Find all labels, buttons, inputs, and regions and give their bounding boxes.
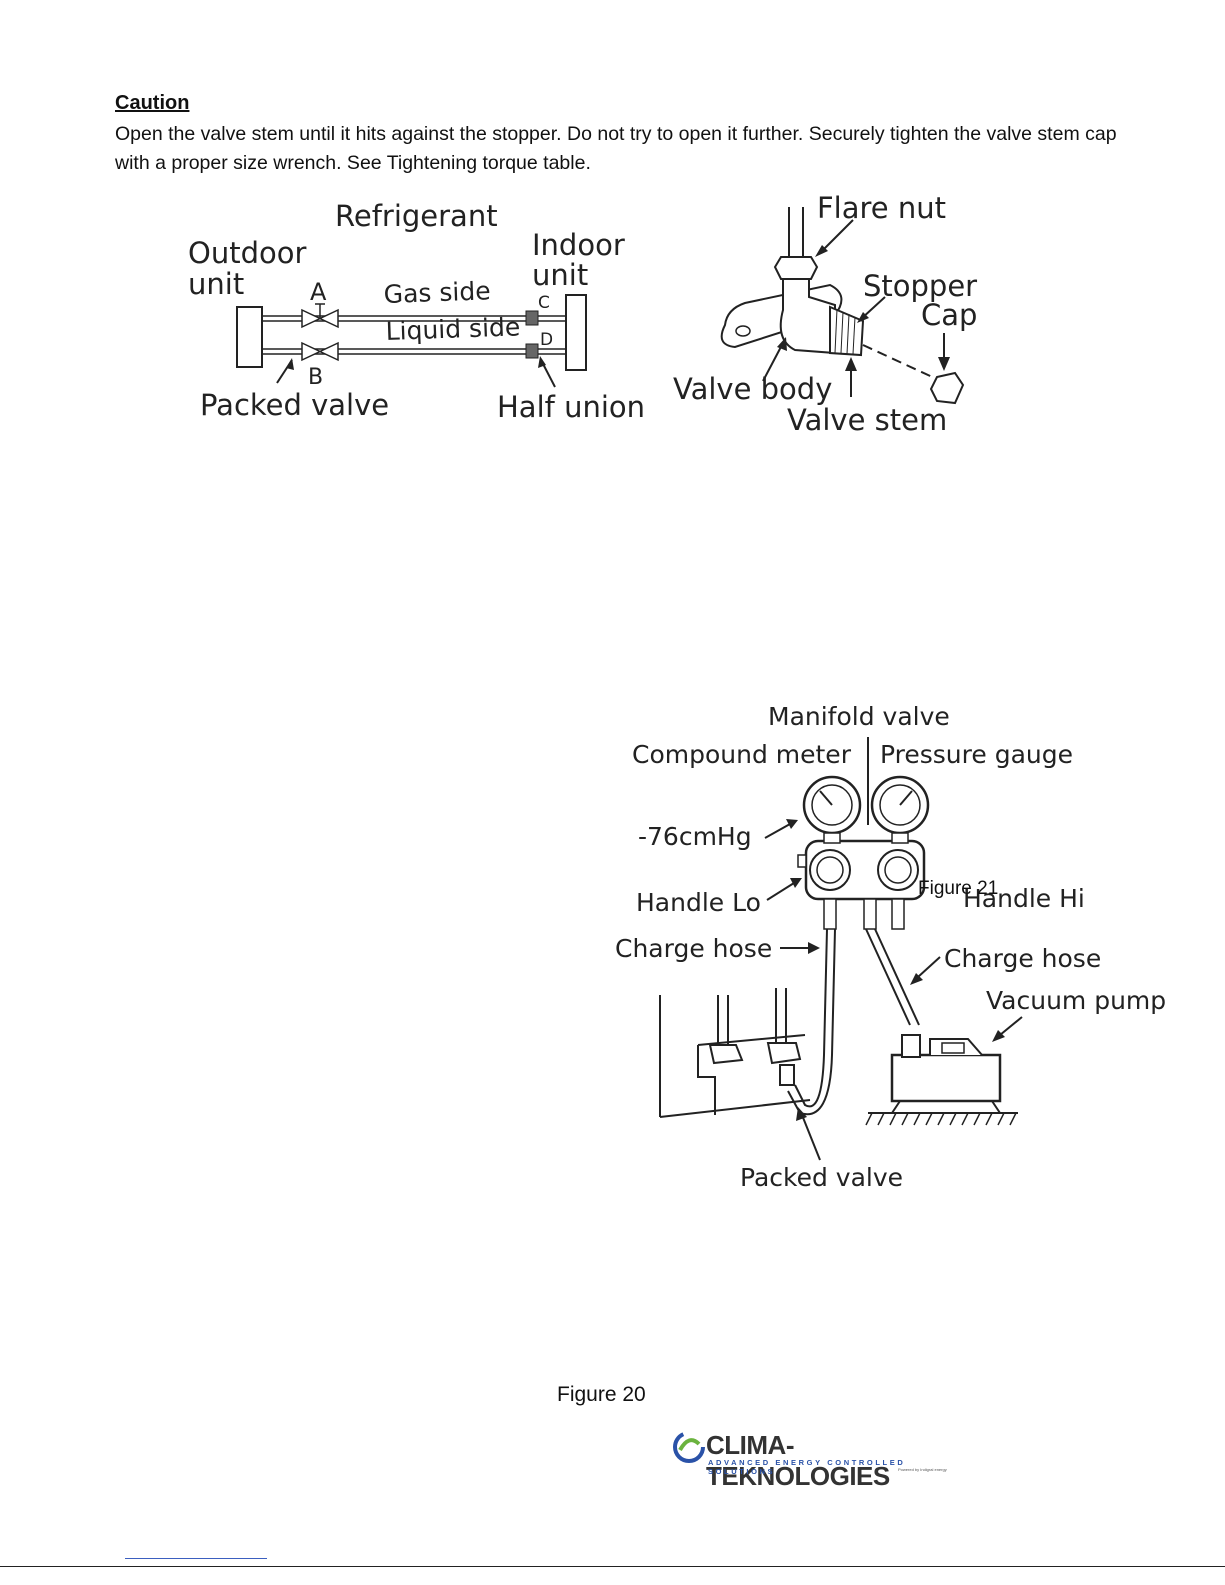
valve-body-icon (779, 278, 836, 355)
page-bottom-rule (0, 1566, 1225, 1567)
arrow-flare-nut (815, 245, 828, 257)
valve-a-icon (301, 308, 322, 329)
valve-b-icon (301, 341, 322, 362)
label-valve-b: B (308, 365, 323, 390)
label-valve-a: A (310, 278, 327, 306)
label-valve-stem: Valve stem (787, 403, 947, 437)
caution-heading: Caution (115, 92, 190, 114)
label-charge-hose-left: Charge hose (615, 934, 772, 963)
arrow-valve-stem (845, 357, 857, 371)
label-flare-nut: Flare nut (817, 191, 946, 225)
arrow-packed-valve-bottom (796, 1107, 807, 1121)
label-indoor-line2: unit (532, 258, 588, 292)
label-vacuum-reading: -76cmHg (638, 822, 752, 851)
outdoor-unit-box (236, 306, 263, 368)
label-manifold-valve: Manifold valve (768, 702, 950, 731)
vacuum-pump-manifold-diagram: Manifold valve Compound meter Pressure g… (615, 702, 1166, 1192)
arrow-cap (938, 357, 950, 371)
flare-nut-icon (773, 256, 819, 280)
label-packed-valve: Packed valve (200, 388, 389, 422)
label-half-union: Half union (497, 390, 645, 424)
arrow-packed-valve (286, 358, 294, 370)
figure-21-caption: Figure 21 (918, 878, 999, 899)
arrow-handle-lo (790, 878, 802, 888)
label-indoor-line1: Indoor (532, 228, 625, 262)
half-union-c-icon (525, 310, 539, 326)
charge-hose-right-icon (865, 928, 911, 1026)
packed-valve-detail-diagram: Flare nut Stopper Cap Valve body Valve s… (673, 191, 977, 437)
cap-icon (929, 371, 965, 405)
logo-name: CLIMA-TEKNOLOGIES (706, 1430, 890, 1491)
half-union-d-icon (525, 343, 539, 359)
label-union-d: D (540, 330, 553, 350)
refrigerant-piping-diagram: Refrigerant Outdoor unit Indoor unit A G… (188, 199, 645, 424)
arrow-vacuum-reading (786, 819, 798, 829)
label-vacuum-pump: Vacuum pump (986, 986, 1166, 1015)
label-stopper: Stopper (863, 269, 977, 303)
label-handle-hi: Handle Hi (963, 884, 1085, 913)
service-valve-liquid-icon (766, 1042, 802, 1065)
label-liquid-side: Liquid side (385, 312, 521, 346)
arrow-charge-hose-right (910, 973, 923, 985)
arrow-stopper (857, 312, 869, 323)
arrow-half-union (538, 356, 546, 368)
label-outdoor-line1: Outdoor (188, 236, 306, 270)
indoor-unit-box (565, 294, 587, 371)
figure-20-caption: Figure 20 (557, 1383, 646, 1406)
label-charge-hose-right: Charge hose (944, 944, 1101, 973)
label-cap: Cap (921, 298, 977, 332)
label-pressure-gauge: Pressure gauge (880, 740, 1073, 769)
label-handle-lo: Handle Lo (636, 888, 761, 917)
logo-tagline: ADVANCED ENERGY CONTROLLED SOLUTIONS (708, 1458, 906, 1476)
label-packed-valve-bottom: Packed valve (740, 1163, 903, 1192)
label-outdoor-line2: unit (188, 267, 244, 301)
label-union-c: C (538, 293, 550, 313)
company-logo: CLIMA-TEKNOLOGIES ADVANCED ENERGY CONTRO… (672, 1428, 962, 1491)
label-gas-side: Gas side (383, 276, 491, 309)
logo-powered-by: Powered by Indigral energy (898, 1467, 947, 1472)
label-compound-meter: Compound meter (632, 740, 852, 769)
arrow-valve-body (777, 337, 787, 351)
label-valve-body: Valve body (673, 372, 832, 406)
caution-text: Open the valve stem until it hits agains… (115, 123, 1117, 174)
swirl-logo-icon (673, 1431, 705, 1463)
footnote-rule (125, 1558, 267, 1559)
arrow-vacuum-pump (992, 1030, 1005, 1042)
service-valve-gas-icon (708, 1044, 744, 1065)
vacuum-pump-icon (890, 1053, 1002, 1103)
label-refrigerant: Refrigerant (335, 199, 498, 233)
arrow-charge-hose-left (808, 942, 820, 954)
charge-hose-left-icon (794, 928, 828, 1108)
